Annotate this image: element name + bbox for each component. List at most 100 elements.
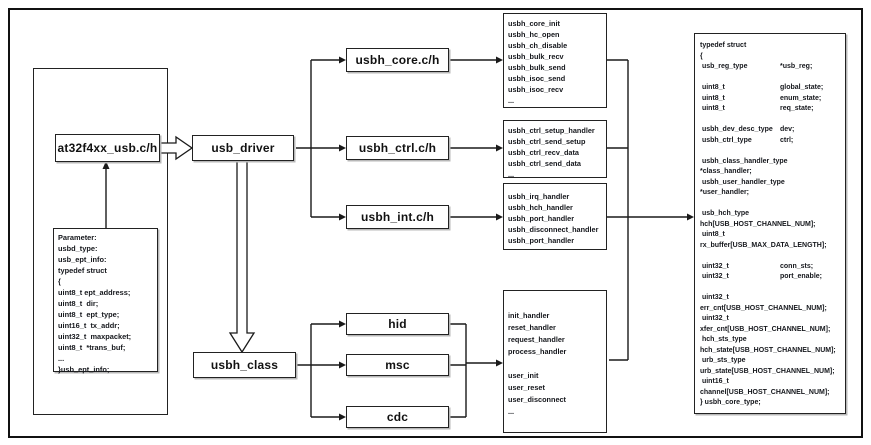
text-line: uint8_t *trans_buf; xyxy=(58,343,126,352)
block-arrow-down-icon xyxy=(228,160,256,354)
text-line: usbh_irq_handler xyxy=(508,192,570,201)
text-line xyxy=(700,283,843,294)
text-line xyxy=(700,73,843,84)
ctrl-function-list: usbh_ctrl_setup_handler usbh_ctrl_send_se… xyxy=(503,120,607,179)
text-line: usbh_ctrl_send_data xyxy=(508,159,581,168)
text-line: usb_ept_info: xyxy=(58,255,107,264)
text-line: } usbh_core_type; xyxy=(700,399,761,406)
diagram-outer-frame xyxy=(8,8,863,438)
text-line: usbh_ctrl_setup_handler xyxy=(508,126,595,135)
node-label: usbh_core.c/h xyxy=(355,53,440,67)
right-bus-lines xyxy=(607,59,687,361)
text-line xyxy=(700,115,843,126)
text-line: uint8_t ept_address; xyxy=(58,288,131,297)
text-line: usbh_bulk_recv xyxy=(508,52,564,61)
text-line: ... xyxy=(58,354,65,363)
node-label: msc xyxy=(385,358,410,372)
text-line: urb_sts_type xyxy=(700,357,746,364)
text-line: }usb_ept_info; xyxy=(58,365,110,374)
node-hid: hid xyxy=(346,313,449,335)
right-arrowhead-icon xyxy=(496,144,503,152)
text-line: typedef struct xyxy=(58,266,107,275)
block-arrow-right-icon xyxy=(158,135,194,161)
text-line xyxy=(700,199,843,210)
text-line: usbh_hch_handler xyxy=(508,203,573,212)
parameter-box: Parameter: usbd_type: usb_ept_info:typedef… xyxy=(53,228,158,374)
node-usb-driver: usb_driver xyxy=(192,135,294,161)
node-usbh-class: usbh_class xyxy=(193,352,296,378)
at32-module-container xyxy=(33,68,168,415)
text-line: uint8_t dir; xyxy=(58,299,99,308)
text-line: usbh_port_handler xyxy=(508,236,575,245)
node-label: usbh_class xyxy=(210,358,279,372)
text-line: usbh_user_handler_type xyxy=(700,178,785,186)
text-line: usb_hch_type xyxy=(700,210,750,217)
driver-branch-lines xyxy=(296,59,339,218)
node-usbh-ctrl: usbh_ctrl.c/h xyxy=(346,136,449,160)
right-arrowhead-icon xyxy=(496,56,503,64)
text-line: uint32_t xyxy=(700,315,729,322)
text-line: usbh_port_handler xyxy=(508,214,575,223)
right-arrowhead-icon xyxy=(339,320,346,328)
text-line: hch_state[USB_HOST_CHANNEL_NUM]; xyxy=(700,346,836,354)
text-line: usbh_core_init xyxy=(508,19,560,28)
arrowheads xyxy=(102,56,694,421)
node-label: cdc xyxy=(386,410,409,424)
module-to-list-lines xyxy=(449,59,496,218)
node-cdc: cdc xyxy=(346,406,449,428)
text-line: err_cnt[USB_HOST_CHANNEL_NUM]; xyxy=(700,304,827,312)
up-arrowhead-icon xyxy=(102,161,110,169)
text-line: usbd_type: xyxy=(58,244,98,253)
node-label: usb_driver xyxy=(211,141,275,155)
text-line: xfer_cnt[USB_HOST_CHANNEL_NUM]; xyxy=(700,325,831,333)
text-line: process_handler xyxy=(508,347,567,356)
right-arrowhead-icon xyxy=(687,213,694,221)
right-arrowhead-icon xyxy=(339,413,346,421)
text-line: user_reset xyxy=(508,383,545,392)
text-line: usbh_ctrl_send_setup xyxy=(508,137,586,146)
text-line: uint32_t maxpacket; xyxy=(58,332,132,341)
class-to-handlers-lines xyxy=(449,323,496,418)
usbh-core-type-struct: typedef struct{ usb_reg_type*usb_reg; ui… xyxy=(694,33,846,414)
right-arrowhead-icon xyxy=(339,144,346,152)
text-line: { xyxy=(700,52,703,60)
text-line: uint16_t tx_addr; xyxy=(58,321,120,330)
node-usbh-int: usbh_int.c/h xyxy=(346,205,449,229)
right-arrowhead-icon xyxy=(496,213,503,221)
text-line: usbh_hc_open xyxy=(508,30,560,39)
text-line: hch[USB_HOST_CHANNEL_NUM]; xyxy=(700,220,816,228)
text-line: usbh_isoc_recv xyxy=(508,85,564,94)
node-usbh-core: usbh_core.c/h xyxy=(346,48,449,72)
text-line xyxy=(700,251,843,262)
text-line: uint16_t xyxy=(700,378,729,385)
text-line: hch_sts_type xyxy=(700,336,747,343)
node-at32f4xx-usb: at32f4xx_usb.c/h xyxy=(55,134,160,162)
text-line: user_disconnect xyxy=(508,395,566,404)
class-handler-list: init_handler reset_handler request_handler… xyxy=(503,290,607,433)
text-line: init_handler xyxy=(508,311,550,320)
text-line: typedef struct xyxy=(700,42,747,49)
block-arrows xyxy=(158,135,256,354)
text-line: uint32_t xyxy=(700,294,729,301)
text-line: usbh_class_handler_type xyxy=(700,157,788,165)
text-line: rx_buffer[USB_MAX_DATA_LENGTH]; xyxy=(700,241,827,249)
text-line: ... xyxy=(508,96,515,105)
text-line: request_handler xyxy=(508,335,565,344)
text-line: channel[USB_HOST_CHANNEL_NUM]; xyxy=(700,388,830,396)
text-line: usbh_isoc_send xyxy=(508,74,566,83)
text-line: *class_handler; xyxy=(700,168,752,175)
text-line: reset_handler xyxy=(508,323,556,332)
right-arrowhead-icon xyxy=(339,56,346,64)
text-line: Parameter: xyxy=(58,233,97,242)
text-line xyxy=(700,146,843,157)
right-arrowhead-icon xyxy=(339,361,346,369)
